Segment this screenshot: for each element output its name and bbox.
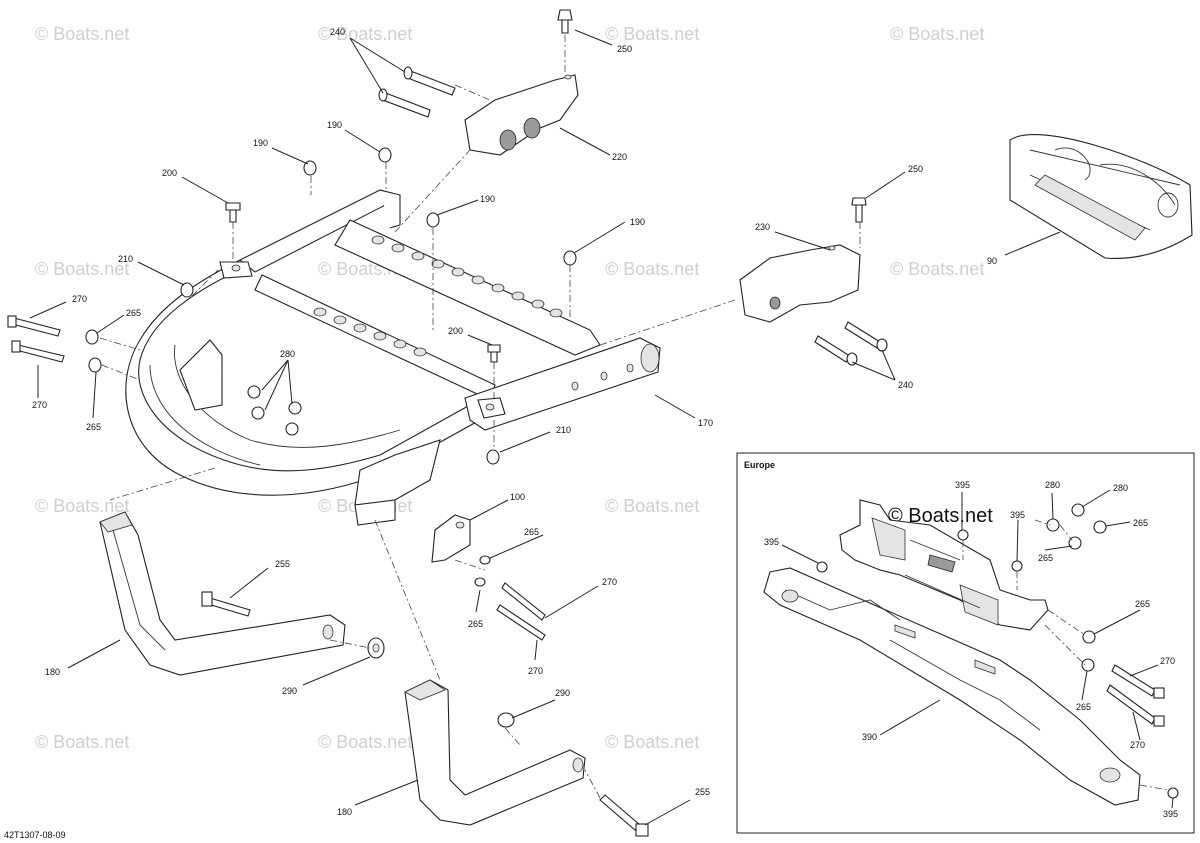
callout-90: 90 xyxy=(987,256,997,266)
callout-250: 250 xyxy=(908,164,923,174)
leader-lines xyxy=(29,29,1061,826)
watermark: © Boats.net xyxy=(605,496,699,516)
inset-callout-270: 270 xyxy=(1160,656,1175,666)
inset-callout-265: 265 xyxy=(1135,599,1150,609)
plate-holes xyxy=(313,235,634,391)
inset-callout-265: 265 xyxy=(1038,553,1053,563)
inset-callout-395: 395 xyxy=(955,480,970,490)
callout-210: 210 xyxy=(118,254,133,264)
inset-watermark: © Boats.net xyxy=(888,505,993,527)
callout-270: 270 xyxy=(602,577,617,587)
callout-labels: 240 250 220 190 190 190 190 200 200 210 … xyxy=(32,27,997,817)
europe-inset: Europe © Boats.net xyxy=(736,452,1195,834)
rack-frame xyxy=(125,189,661,526)
callout-270: 270 xyxy=(32,400,47,410)
watermark: © Boats.net xyxy=(605,24,699,44)
bracket-100 xyxy=(431,514,546,641)
inset-callout-395: 395 xyxy=(764,537,779,547)
callout-230: 230 xyxy=(755,222,770,232)
callout-210: 210 xyxy=(556,425,571,435)
bracket-220 xyxy=(378,9,579,156)
inset-callout-265: 265 xyxy=(1076,702,1091,712)
callout-200: 200 xyxy=(448,326,463,336)
callout-240: 240 xyxy=(330,27,345,37)
callout-100: 100 xyxy=(510,492,525,502)
callout-270: 270 xyxy=(72,294,87,304)
inset-callout-280: 280 xyxy=(1113,483,1128,493)
callout-265: 265 xyxy=(126,308,141,318)
bracket-230 xyxy=(739,197,888,366)
footrest-180-left xyxy=(99,511,385,676)
callout-265: 265 xyxy=(86,422,101,432)
callout-180: 180 xyxy=(45,667,60,677)
inset-callout-270: 270 xyxy=(1130,740,1145,750)
inset-callout-280: 280 xyxy=(1045,480,1060,490)
callout-190: 190 xyxy=(630,217,645,227)
callout-250: 250 xyxy=(617,44,632,54)
watermark: © Boats.net xyxy=(605,259,699,279)
callout-170: 170 xyxy=(698,418,713,428)
callout-220: 220 xyxy=(612,152,627,162)
callout-190: 190 xyxy=(253,138,268,148)
watermark: © Boats.net xyxy=(318,24,412,44)
watermark: © Boats.net xyxy=(890,24,984,44)
callout-265: 265 xyxy=(524,527,539,537)
watermark: © Boats.net xyxy=(35,496,129,516)
callout-190: 190 xyxy=(327,120,342,130)
watermark: © Boats.net xyxy=(605,732,699,752)
watermark: © Boats.net xyxy=(35,732,129,752)
callout-255: 255 xyxy=(695,787,710,797)
callout-190: 190 xyxy=(480,194,495,204)
assembly-lines xyxy=(99,35,861,799)
callout-270: 270 xyxy=(528,666,543,676)
watermark: © Boats.net xyxy=(318,732,412,752)
tool-kit-90 xyxy=(1009,134,1193,259)
inset-title: Europe xyxy=(744,460,775,470)
callout-255: 255 xyxy=(275,559,290,569)
hardware xyxy=(7,147,577,465)
callout-265: 265 xyxy=(468,619,483,629)
footrest-180-right xyxy=(404,679,649,837)
inset-callout-395: 395 xyxy=(1163,809,1178,819)
watermark: © Boats.net xyxy=(35,24,129,44)
callout-180: 180 xyxy=(337,807,352,817)
inset-callout-390: 390 xyxy=(862,732,877,742)
callout-280: 280 xyxy=(280,349,295,359)
callout-200: 200 xyxy=(162,168,177,178)
callout-290: 290 xyxy=(555,688,570,698)
inset-callout-395: 395 xyxy=(1010,510,1025,520)
inset-callout-265: 265 xyxy=(1133,518,1148,528)
drawing-number: 42T1307-08-09 xyxy=(4,830,66,840)
callout-240: 240 xyxy=(898,380,913,390)
callout-290: 290 xyxy=(282,686,297,696)
watermark: © Boats.net xyxy=(890,259,984,279)
watermark: © Boats.net xyxy=(35,259,129,279)
